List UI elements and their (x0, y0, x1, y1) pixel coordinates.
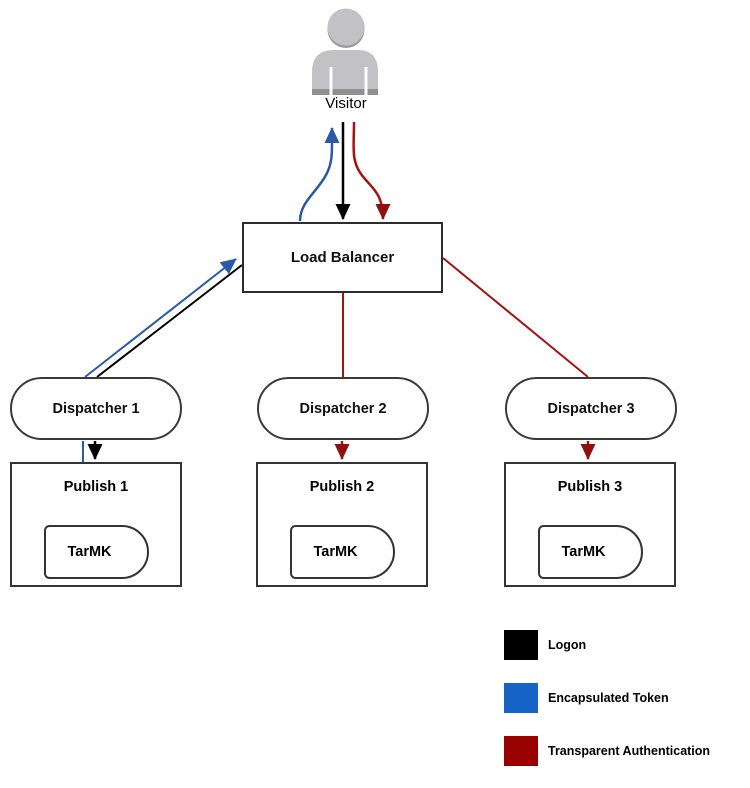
ta-line-lb-to-dispatcher3 (442, 257, 589, 378)
tarmk-node: TarMK (44, 525, 149, 579)
publish-3-label: Publish 3 (557, 479, 623, 495)
dispatcher-3-node: Dispatcher 3 (505, 377, 677, 440)
tarmk-node: TarMK (290, 525, 395, 579)
tarmk-node: TarMK (538, 525, 643, 579)
logon-color-swatch (504, 630, 538, 660)
logon-line-lb-to-dispatcher1 (96, 264, 243, 378)
legend-item-logon: Logon (504, 630, 710, 660)
legend-item-encapsulated-token: Encapsulated Token (504, 683, 710, 713)
publish-2-label: Publish 2 (309, 479, 375, 495)
ta-arrow-visitor-to-lb (352, 121, 391, 220)
legend-item-transparent-authentication: Transparent Authentication (504, 736, 710, 766)
legend-label: Logon (548, 638, 587, 652)
token-arrow-dispatcher1-to-lb (84, 258, 237, 378)
legend: Logon Encapsulated Token Transparent Aut… (504, 630, 710, 788)
publish-1-node: Publish 1 TarMK (10, 462, 182, 587)
dispatcher-2-node: Dispatcher 2 (257, 377, 429, 440)
publish-2-node: Publish 2 TarMK (256, 462, 428, 587)
legend-label: Transparent Authentication (548, 744, 711, 758)
visitor-icon (312, 8, 378, 95)
encapsulated-token-color-swatch (504, 683, 538, 713)
dispatcher-1-node: Dispatcher 1 (10, 377, 182, 440)
publish-3-node: Publish 3 TarMK (504, 462, 676, 587)
token-arrow-lb-to-visitor (298, 127, 340, 222)
visitor-label: Visitor (325, 95, 367, 112)
publish-1-label: Publish 1 (63, 479, 129, 495)
legend-label: Encapsulated Token (548, 691, 669, 705)
transparent-authentication-color-swatch (504, 736, 538, 766)
load-balancer-node: Load Balancer (242, 222, 443, 293)
